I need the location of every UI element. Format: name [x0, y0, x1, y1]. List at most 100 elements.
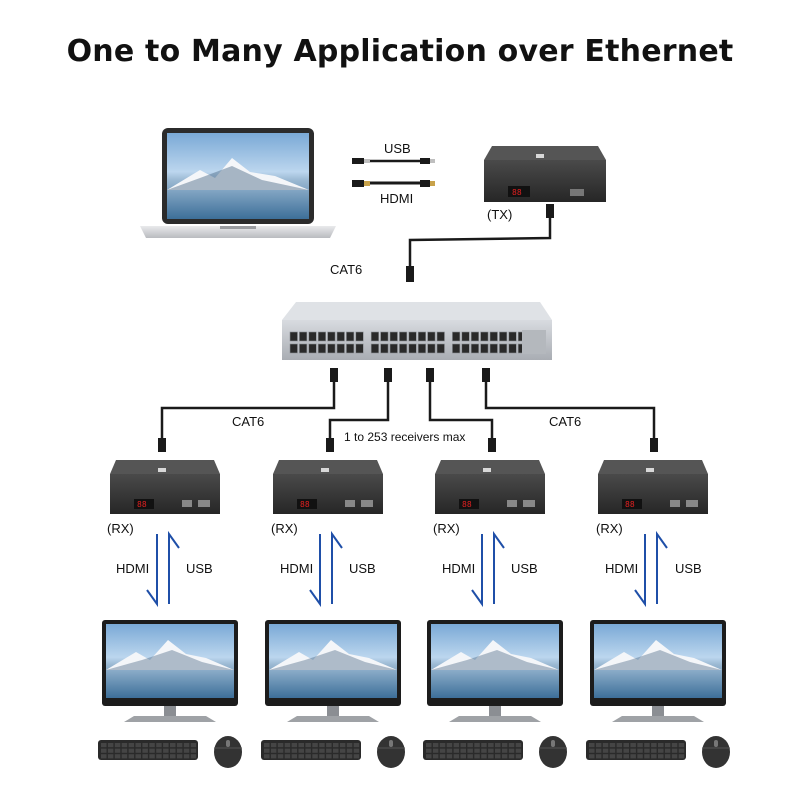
usb-link-label-2: USB	[349, 561, 376, 576]
switch-port	[370, 343, 380, 354]
rx-label-3: (RX)	[433, 521, 460, 536]
switch-port	[417, 343, 427, 354]
cable-label-left: CAT6	[232, 414, 265, 429]
receiver-unit: 88	[586, 460, 730, 768]
tx-label: (TX)	[487, 207, 513, 222]
monitor	[102, 620, 238, 722]
switch-port	[380, 331, 389, 342]
usb-link-label-3: USB	[511, 561, 538, 576]
mouse-icon	[539, 736, 567, 768]
switch-port	[508, 343, 517, 354]
svg-text:88: 88	[512, 188, 522, 197]
switch-port	[408, 331, 417, 342]
switch-port	[327, 331, 336, 342]
cable-label-right: CAT6	[549, 414, 582, 429]
switch-port	[346, 343, 355, 354]
switch-port	[346, 331, 355, 342]
rx-device: 88	[598, 460, 708, 514]
switch-port	[452, 331, 461, 342]
usb-cable-icon	[352, 158, 435, 164]
switch-port	[508, 331, 517, 342]
laptop	[140, 128, 336, 238]
switch-port	[408, 343, 417, 354]
switch-port	[499, 331, 508, 342]
rx-device: 88	[273, 460, 383, 514]
switch-port	[355, 343, 364, 354]
switch-port	[336, 331, 345, 342]
usb-link-label-4: USB	[675, 561, 702, 576]
usb-label: USB	[384, 141, 411, 156]
switch-port	[289, 343, 298, 354]
switch-port	[499, 343, 508, 354]
keyboard-icon	[261, 740, 361, 760]
keyboard-icon	[423, 740, 523, 760]
hdmi-link-label-1: HDMI	[116, 561, 150, 576]
switch-panel	[522, 330, 546, 354]
hdmi-cable-icon	[352, 180, 435, 187]
receivers-note: 1 to 253 receivers max	[344, 430, 466, 444]
switch-port	[317, 331, 327, 342]
monitor	[265, 620, 401, 722]
rx-label-1: (RX)	[107, 521, 134, 536]
switch-port	[461, 343, 470, 354]
uplink-cable-label: CAT6	[330, 262, 363, 277]
receiver-cables	[160, 372, 656, 450]
diagram-title: One to Many Application over Ethernet	[66, 34, 734, 69]
hdmi-link-label-3: HDMI	[442, 561, 476, 576]
switch-port	[436, 343, 445, 354]
switch-port	[308, 343, 317, 354]
switch-port	[436, 331, 445, 342]
rx-device: 88	[110, 460, 220, 514]
receiver-unit: 88	[261, 460, 405, 768]
switch-port	[480, 331, 489, 342]
svg-text:88: 88	[137, 500, 147, 509]
hdmi-label: HDMI	[380, 191, 414, 206]
cable-plugs	[158, 368, 658, 452]
switch-port	[380, 343, 389, 354]
switch-port	[399, 343, 408, 354]
switch-port	[327, 343, 336, 354]
usb-link-label-1: USB	[186, 561, 213, 576]
switch-port	[289, 331, 298, 342]
switch-port	[417, 331, 427, 342]
switch-port	[470, 331, 480, 342]
switch-port	[389, 331, 398, 342]
switch-port	[461, 331, 470, 342]
switch-port	[336, 343, 345, 354]
switch-port	[299, 331, 308, 342]
switch-port	[489, 343, 498, 354]
tx-uplink-cable	[408, 206, 552, 268]
mouse-icon	[702, 736, 730, 768]
monitor	[590, 620, 726, 722]
rx-label-2: (RX)	[271, 521, 298, 536]
mouse-icon	[377, 736, 405, 768]
rx-label-4: (RX)	[596, 521, 623, 536]
receiver-unit: 88	[423, 460, 567, 768]
hdmi-link-label-2: HDMI	[280, 561, 314, 576]
switch-port	[427, 343, 436, 354]
receiver-unit: 88	[98, 460, 242, 768]
keyboard-icon	[586, 740, 686, 760]
switch-port	[370, 331, 380, 342]
switch-port	[355, 331, 364, 342]
keyboard-icon	[98, 740, 198, 760]
switch-port	[308, 331, 317, 342]
svg-text:88: 88	[625, 500, 635, 509]
switch-port	[399, 331, 408, 342]
rx-device: 88	[435, 460, 545, 514]
svg-text:88: 88	[300, 500, 310, 509]
svg-text:88: 88	[462, 500, 472, 509]
switch-port	[299, 343, 308, 354]
monitor	[427, 620, 563, 722]
mouse-icon	[214, 736, 242, 768]
hdmi-link-label-4: HDMI	[605, 561, 639, 576]
switch-port	[427, 331, 436, 342]
ethernet-switch	[282, 302, 552, 360]
switch-port	[317, 343, 327, 354]
switch-port	[389, 343, 398, 354]
tx-device: 88	[484, 146, 606, 202]
switch-port	[452, 343, 461, 354]
switch-port	[480, 343, 489, 354]
